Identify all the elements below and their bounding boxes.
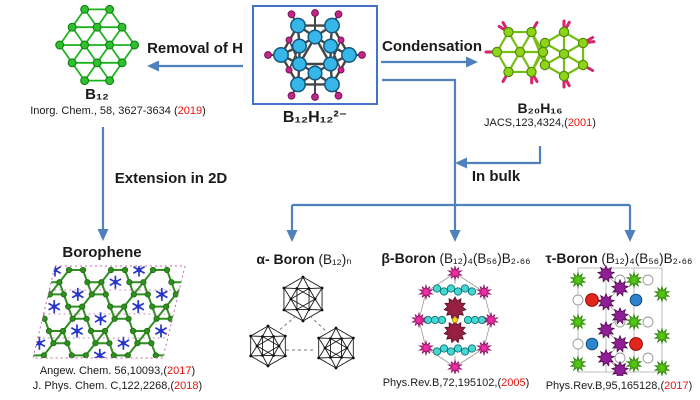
b12-structure-illustration bbox=[55, 4, 139, 86]
box-to-bulk-line bbox=[382, 78, 461, 242]
borophene-citations: Angew. Chem. 56,10093,(2017) J. Phys. Ch… bbox=[15, 364, 220, 394]
beta-boron-citation: Phys.Rev.B,72,195102,(2005) bbox=[382, 377, 530, 389]
extension-in-2d-label: Extension in 2D bbox=[114, 170, 228, 187]
b12h12-box bbox=[252, 5, 378, 105]
condensation-arrow bbox=[381, 56, 478, 68]
bulk-distribution-line bbox=[286, 203, 636, 242]
extension-2d-arrow bbox=[97, 127, 109, 241]
b20h16-citation: JACS,123,4324,(2001) bbox=[484, 117, 596, 129]
removal-of-h-label: Removal of H bbox=[147, 40, 243, 57]
in-bulk-label: In bulk bbox=[471, 168, 521, 185]
in-bulk-arrow bbox=[455, 146, 542, 169]
borophene-structure-illustration bbox=[32, 265, 186, 359]
borophene-citation-1: Angew. Chem. 56,10093,(2017) bbox=[39, 365, 196, 377]
b20h16-structure-illustration bbox=[484, 19, 596, 89]
beta-boron-structure-illustration bbox=[411, 266, 499, 374]
beta-boron-title: β-Boron (B₁₂)₄(B₅₆)B₂.₆₆ bbox=[381, 250, 531, 266]
alpha-boron-structure-illustration bbox=[249, 275, 355, 370]
b20h16-label: B₂₀H₁₆ bbox=[517, 100, 563, 116]
borophene-citation-2: J. Phys. Chem. C,122,2268,(2018) bbox=[32, 380, 203, 392]
alpha-boron-title: α- Boron (B₁₂)ₙ bbox=[256, 251, 352, 267]
tau-boron-title: τ-Boron (B₁₂)₄(B₅₆)B₂.₆₆ bbox=[545, 250, 693, 266]
tau-boron-structure-illustration bbox=[569, 264, 671, 376]
condensation-label: Condensation bbox=[382, 38, 482, 55]
b12h12-structure-illustration bbox=[264, 9, 366, 101]
b12-label: B₁₂ bbox=[85, 86, 109, 103]
b12-citation: Inorg. Chem., 58, 3627-3634 (2019) bbox=[30, 105, 206, 117]
removal-of-h-arrow bbox=[147, 60, 243, 72]
borophene-title: Borophene bbox=[62, 244, 142, 261]
b12h12-label: B₁₂H₁₂²⁻ bbox=[282, 109, 348, 126]
tau-boron-citation: Phys.Rev.B,95,165128,(2017) bbox=[545, 380, 693, 392]
